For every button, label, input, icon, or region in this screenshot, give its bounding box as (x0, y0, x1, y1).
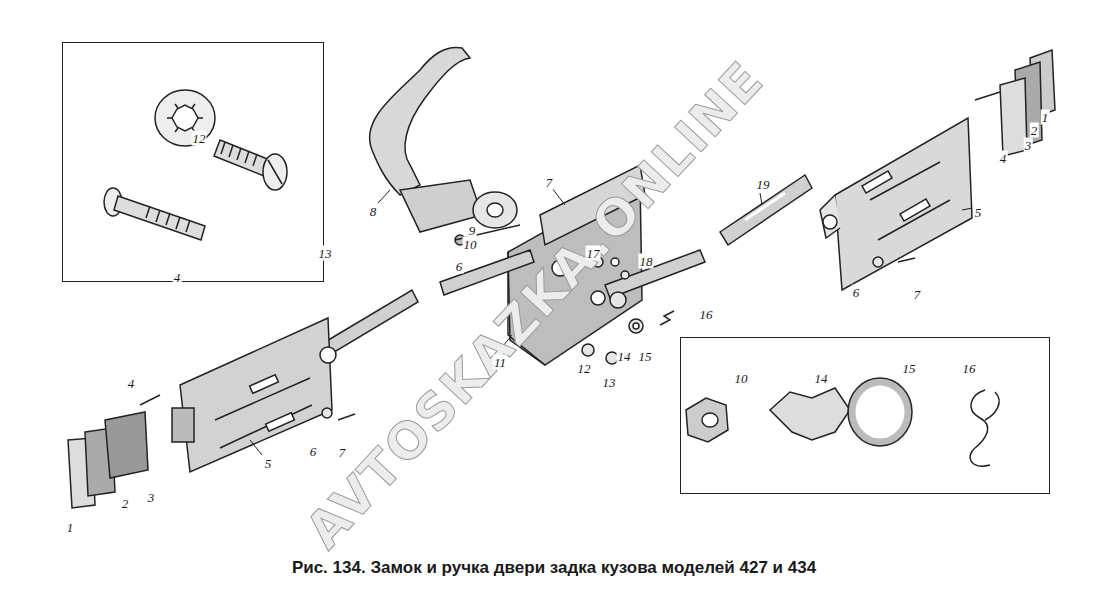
callout-number: 2 (1030, 123, 1039, 138)
screw-13 (214, 140, 287, 190)
callout-number: 1 (66, 520, 75, 535)
callout-number: 6 (852, 285, 861, 300)
right-lock (820, 118, 972, 290)
door-handle (370, 47, 520, 245)
left-striker (68, 395, 160, 508)
left-lock (172, 318, 336, 472)
callout-number: 5 (264, 456, 273, 471)
callout-number: 14 (814, 371, 829, 386)
callout-number: 15 (902, 361, 917, 376)
callout-number: 9 (468, 223, 477, 238)
callout-number: 7 (338, 445, 347, 460)
callout-number: 1 (1041, 110, 1050, 125)
callout-number: 3 (1024, 138, 1033, 153)
callout-number: 16 (699, 307, 714, 322)
callout-number: 5 (974, 205, 983, 220)
callout-number: 18 (639, 254, 654, 269)
callout-number: 2 (121, 496, 130, 511)
callout-number: 7 (913, 287, 922, 302)
right-striker (975, 50, 1055, 156)
callout-number: 13 (318, 246, 333, 261)
toothed-washer (155, 90, 215, 146)
callout-number: 4 (173, 270, 182, 285)
callout-number: 15 (638, 349, 653, 364)
figure-caption: Рис. 134. Замок и ручка двери задка кузо… (0, 558, 1108, 578)
callout-number: 13 (602, 375, 617, 390)
callout-number: 6 (309, 444, 318, 459)
callout-number: 10 (463, 237, 478, 252)
inset-box: 10 14 15 16 (680, 337, 1050, 494)
callout-number: 4 (999, 151, 1008, 166)
callout-number: 14 (617, 349, 632, 364)
callout-number: 12 (577, 361, 592, 376)
callout-number: 3 (147, 490, 156, 505)
callout-number: 8 (369, 204, 378, 219)
callout-number: 19 (756, 177, 771, 192)
inset-box: 12134 (62, 42, 324, 282)
callout-number: 6 (455, 259, 464, 274)
callout-number: 16 (962, 361, 977, 376)
callout-number: 17 (586, 246, 601, 261)
callout-number: 10 (734, 371, 749, 386)
callout-number: 12 (192, 131, 207, 146)
callout-number: 7 (545, 175, 554, 190)
inset-parts (686, 378, 999, 466)
watermark: AVTOSKAZKA.ONLINE (295, 50, 776, 559)
callout-number: 11 (493, 355, 507, 370)
bolt-4 (104, 188, 205, 240)
callout-number: 4 (127, 376, 136, 391)
